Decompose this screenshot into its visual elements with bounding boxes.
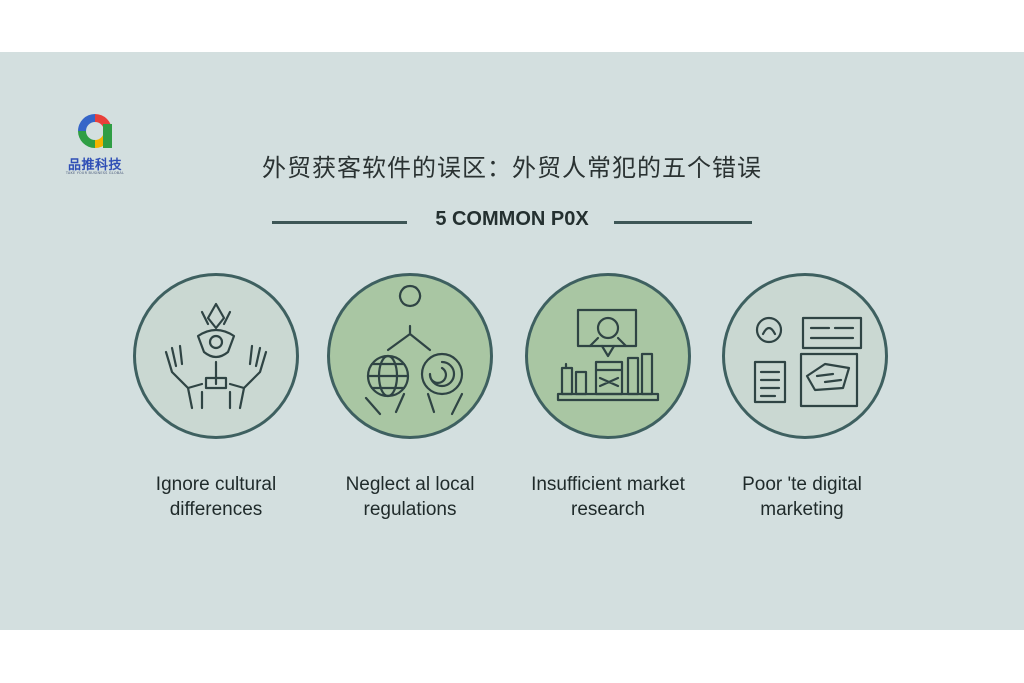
item-label-1-line1: Ignore cultural <box>155 474 277 495</box>
item-label-2: Neglect al local regulations <box>310 472 510 522</box>
brand-name: 品推科技 <box>67 158 122 173</box>
page-title: 外贸获客软件的误区：外贸人常犯的五个错误 <box>262 154 762 182</box>
brand-tagline: TAKE YOUR BUSINESS GLOBAL <box>65 171 125 175</box>
item-circle-1 <box>133 273 299 439</box>
item-label-4: Poor 'te digital marketing <box>702 472 902 522</box>
item-label-3-line2: research <box>571 499 645 520</box>
digital-marketing-icon <box>753 316 863 408</box>
item-label-2-line2: regulations <box>363 499 457 520</box>
market-research-icon <box>556 308 660 402</box>
item-label-4-line2: marketing <box>760 499 844 520</box>
item-label-3: Insufficient market research <box>508 472 708 522</box>
globe-hands-icon <box>364 284 464 416</box>
cultural-hands-icon <box>164 302 268 410</box>
item-label-4-line1: Poor 'te digital <box>742 474 862 495</box>
divider-left <box>272 221 407 224</box>
item-circle-2 <box>327 273 493 439</box>
item-circle-3 <box>525 273 691 439</box>
item-label-3-line1: Insufficient market <box>531 474 685 495</box>
subtitle: 5 COMMON P0X <box>435 208 589 230</box>
infographic-canvas: 品推科技 TAKE YOUR BUSINESS GLOBAL 外贸获客软件的误区… <box>0 52 1024 630</box>
item-circle-4 <box>722 273 888 439</box>
brand-logo-icon <box>78 114 112 148</box>
item-label-2-line1: Neglect al local <box>345 474 475 495</box>
divider-right <box>614 221 752 224</box>
brand-logo: 品推科技 TAKE YOUR BUSINESS GLOBAL <box>62 110 142 180</box>
item-label-1-line2: differences <box>169 499 263 520</box>
item-label-1: Ignore cultural differences <box>116 472 316 522</box>
